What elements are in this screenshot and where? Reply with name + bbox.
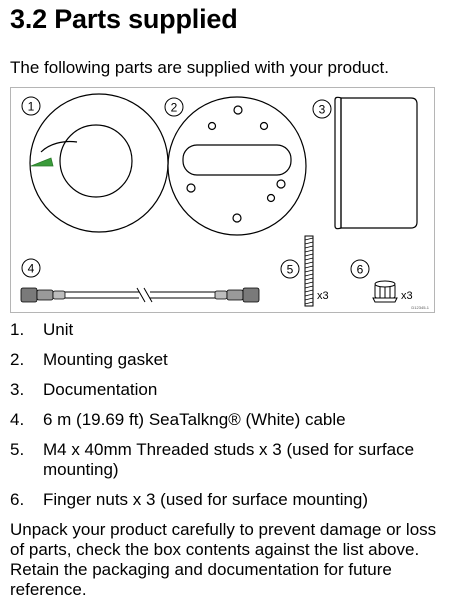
callout-1: 1 <box>21 96 41 116</box>
cable-illustration <box>20 287 260 303</box>
list-item-number: 6. <box>10 490 25 509</box>
list-item-number: 3. <box>10 380 25 399</box>
svg-text:4: 4 <box>28 262 35 276</box>
svg-text:3: 3 <box>319 103 326 117</box>
svg-text:5: 5 <box>287 263 294 277</box>
list-item: 3. Documentation <box>10 380 440 400</box>
cable-connector-left <box>20 287 66 303</box>
list-item-number: 4. <box>10 410 25 429</box>
list-item: 2. Mounting gasket <box>10 350 440 370</box>
list-item-text: M4 x 40mm Threaded studs x 3 (used for s… <box>43 440 415 479</box>
parts-list: 1. Unit 2. Mounting gasket 3. Documentat… <box>10 320 440 520</box>
callout-5: 5 <box>280 259 300 279</box>
green-indicator-icon <box>30 157 54 167</box>
threaded-stud-illustration <box>304 235 314 307</box>
list-item-text: Mounting gasket <box>43 350 168 369</box>
list-item: 1. Unit <box>10 320 440 340</box>
nut-quantity: x3 <box>401 290 413 302</box>
svg-text:2: 2 <box>171 101 178 115</box>
unit-illustration <box>29 93 169 233</box>
stud-quantity: x3 <box>317 290 329 302</box>
parts-figure: 1 2 3 <box>10 87 435 313</box>
callout-2: 2 <box>164 97 184 117</box>
documentation-illustration <box>334 96 418 230</box>
gasket-illustration <box>167 96 307 236</box>
list-item-text: Documentation <box>43 380 158 399</box>
section-title: 3.2 Parts supplied <box>10 4 238 34</box>
svg-text:6: 6 <box>357 263 364 277</box>
list-item-text: Finger nuts x 3 (used for surface mounti… <box>43 490 369 509</box>
cable-connector-right <box>214 287 260 303</box>
list-item-number: 2. <box>10 350 25 369</box>
list-item-number: 5. <box>10 440 25 459</box>
callout-3: 3 <box>312 99 332 119</box>
svg-text:1: 1 <box>28 100 35 114</box>
callout-4: 4 <box>21 258 41 278</box>
callout-6: 6 <box>350 259 370 279</box>
list-item-number: 1. <box>10 320 25 339</box>
list-item-text: Unit <box>43 320 74 339</box>
cable-break-icon <box>136 287 153 303</box>
list-item: 6. Finger nuts x 3 (used for surface mou… <box>10 490 440 510</box>
list-item: 5. M4 x 40mm Threaded studs x 3 (used fo… <box>10 440 440 480</box>
finger-nut-illustration <box>372 280 398 303</box>
unpacking-note: Unpack your product carefully to prevent… <box>10 520 437 599</box>
parts-illustration: 1 2 3 <box>20 93 430 310</box>
list-item-text: 6 m (19.69 ft) SeaTalkng® (White) cable <box>43 410 346 429</box>
list-item: 4. 6 m (19.69 ft) SeaTalkng® (White) cab… <box>10 410 440 430</box>
intro-text: The following parts are supplied with yo… <box>10 58 389 77</box>
figure-reference: D12345-1 <box>411 305 429 310</box>
